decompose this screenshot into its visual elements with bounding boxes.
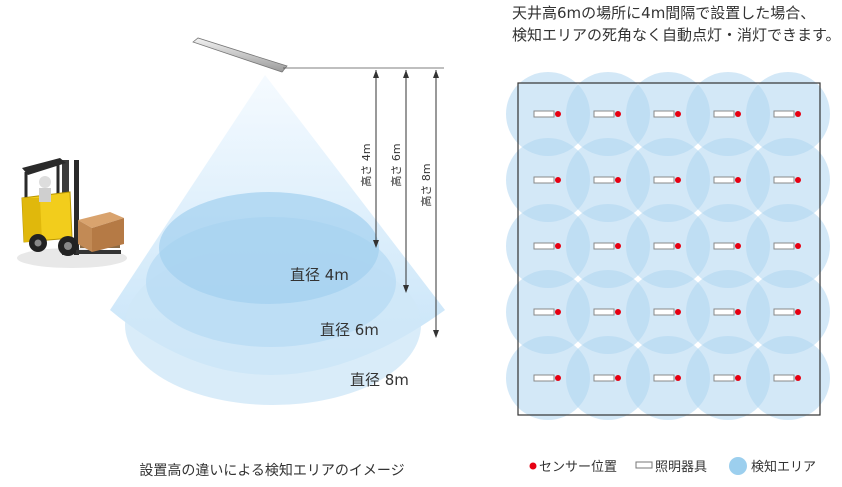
fixture-icon — [713, 176, 735, 184]
sensor-dot — [555, 243, 561, 249]
sensor-dot — [735, 177, 741, 183]
fixture-with-sensor — [773, 110, 801, 118]
sensor-dot — [795, 243, 801, 249]
fixture-icon — [773, 374, 795, 382]
legend-area-icon — [729, 457, 747, 475]
sensor-dot — [555, 375, 561, 381]
fixture-with-sensor — [593, 308, 621, 316]
diameter-label-4m: 直径 4m — [290, 266, 349, 284]
fixture-with-sensor — [653, 176, 681, 184]
fixture-icon — [593, 242, 615, 250]
height-label-4m: 高さ 4m — [359, 143, 373, 186]
fixture-icon — [773, 242, 795, 250]
sensor-dot — [555, 309, 561, 315]
sensor-dot — [795, 375, 801, 381]
fixture-icon — [713, 110, 735, 118]
fixture-with-sensor — [713, 110, 741, 118]
fixture-with-sensor — [653, 374, 681, 382]
fixture-icon — [593, 110, 615, 118]
sensor-dot — [675, 111, 681, 117]
fixture-with-sensor — [593, 176, 621, 184]
fixture-with-sensor — [773, 242, 801, 250]
sensor-dot — [795, 111, 801, 117]
sensor-dot — [615, 375, 621, 381]
fixture-icon — [713, 308, 735, 316]
fixture-icon — [533, 242, 555, 250]
sensor-dot — [615, 177, 621, 183]
diameter-label-6m: 直径 6m — [320, 321, 379, 339]
sensor-dot — [675, 177, 681, 183]
fixture-with-sensor — [713, 242, 741, 250]
fixture-icon — [653, 110, 675, 118]
fixture-with-sensor — [593, 110, 621, 118]
area-ellipse-4m — [159, 192, 379, 304]
fixture-with-sensor — [533, 176, 561, 184]
fixture-with-sensor — [533, 242, 561, 250]
legend-area-label: 検知エリア — [751, 459, 816, 475]
legend-sensor-dot — [529, 462, 537, 470]
sensor-dot — [615, 243, 621, 249]
sensor-dot — [735, 309, 741, 315]
grid-title-line1: 天井高6mの場所に4m間隔で設置した場合、 — [512, 4, 815, 22]
height-label-6m: 高さ 6m — [389, 143, 403, 186]
fixture-icon — [773, 176, 795, 184]
fixture-with-sensor — [773, 176, 801, 184]
grid-title-line2: 検知エリアの死角なく自動点灯・消灯できます。 — [512, 26, 841, 44]
diameter-label-8m: 直径 8m — [350, 371, 409, 389]
sensor-dot — [735, 111, 741, 117]
legend-sensor-label: センサー位置 — [539, 460, 617, 475]
fixture-icon — [653, 176, 675, 184]
fixture-with-sensor — [713, 374, 741, 382]
fixture-icon — [533, 308, 555, 316]
legend-fixture-icon — [635, 461, 653, 469]
sensor-dot — [675, 375, 681, 381]
fixture-with-sensor — [653, 110, 681, 118]
fixture-with-sensor — [653, 308, 681, 316]
fixture-with-sensor — [533, 374, 561, 382]
fixture-icon — [713, 242, 735, 250]
fixture-with-sensor — [653, 242, 681, 250]
ceiling-fixture-icon — [192, 37, 288, 73]
height-arrows — [373, 70, 439, 338]
sensor-dot — [795, 309, 801, 315]
fixture-icon — [593, 176, 615, 184]
legend-fixture-label: 照明器具 — [655, 460, 707, 475]
fixture-icon — [653, 308, 675, 316]
fixture-with-sensor — [713, 308, 741, 316]
detection-cone-illustration — [110, 75, 445, 405]
sensor-dot — [735, 375, 741, 381]
forklift-icon — [17, 158, 127, 268]
sensor-dot — [675, 243, 681, 249]
fixture-icon — [713, 374, 735, 382]
fixture-with-sensor — [533, 308, 561, 316]
sensor-dot — [795, 177, 801, 183]
fixture-icon — [533, 176, 555, 184]
sensor-dot — [675, 309, 681, 315]
fixture-with-sensor — [713, 176, 741, 184]
fixture-grid — [533, 110, 801, 382]
fixture-icon — [533, 374, 555, 382]
fixture-with-sensor — [773, 374, 801, 382]
fixture-icon — [653, 242, 675, 250]
fixture-icon — [593, 308, 615, 316]
height-label-8m: 高さ 8m — [419, 163, 433, 206]
fixture-icon — [653, 374, 675, 382]
sensor-dot — [615, 111, 621, 117]
legend: センサー位置 照明器具 検知エリア — [529, 457, 816, 475]
fixture-icon — [593, 374, 615, 382]
sensor-dot — [555, 111, 561, 117]
sensor-dot — [555, 177, 561, 183]
left-caption: 設置高の違いによる検知エリアのイメージ — [139, 462, 404, 479]
sensor-dot — [735, 243, 741, 249]
fixture-icon — [533, 110, 555, 118]
fixture-icon — [773, 308, 795, 316]
fixture-with-sensor — [533, 110, 561, 118]
fixture-icon — [773, 110, 795, 118]
fixture-with-sensor — [593, 242, 621, 250]
sensor-dot — [615, 309, 621, 315]
fixture-with-sensor — [773, 308, 801, 316]
room-outline — [517, 82, 821, 416]
fixture-with-sensor — [593, 374, 621, 382]
